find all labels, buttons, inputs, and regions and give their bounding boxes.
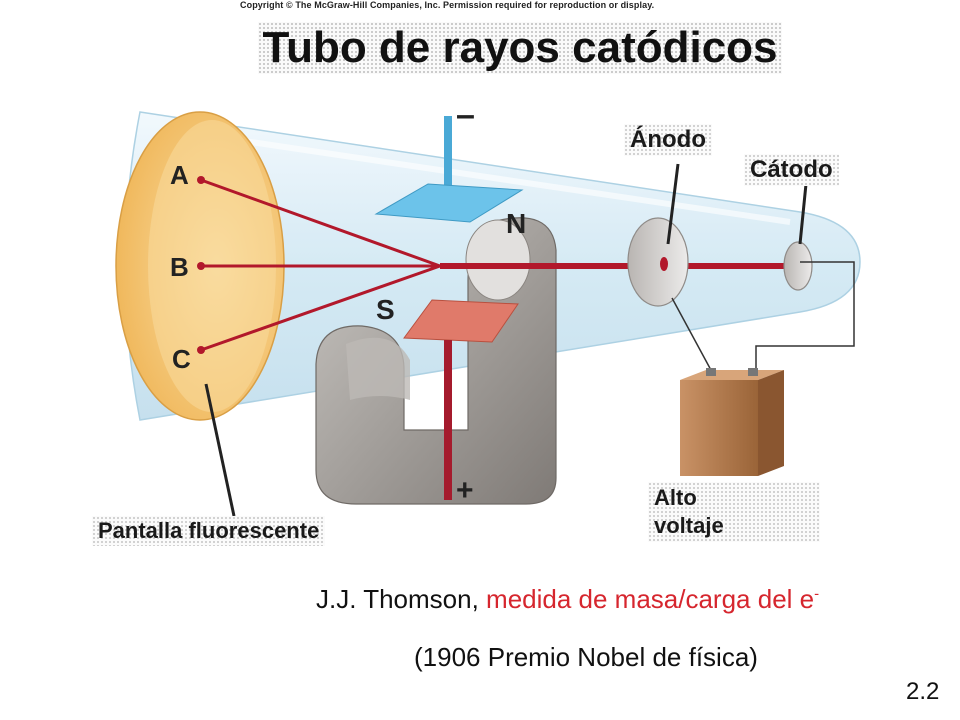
screen-leader bbox=[204, 383, 236, 517]
cathode-wire bbox=[755, 261, 855, 376]
positive-rod bbox=[444, 340, 452, 500]
copyright-notice: Copyright © The McGraw-Hill Companies, I… bbox=[240, 0, 655, 10]
south-pole-label: S bbox=[376, 294, 395, 325]
page-number: 2.2 bbox=[906, 678, 940, 705]
caption-line2: (1906 Premio Nobel de física) bbox=[414, 642, 758, 672]
north-pole-label: N bbox=[506, 208, 527, 239]
point-c-label: C bbox=[172, 344, 191, 374]
point-a-label: A bbox=[170, 160, 189, 190]
caption-prefix: J.J. Thomson, bbox=[316, 584, 487, 614]
positive-plate bbox=[403, 299, 519, 343]
negative-rod bbox=[444, 116, 452, 196]
plus-sign: + bbox=[456, 474, 474, 507]
high-voltage-line1: Alto bbox=[654, 485, 697, 510]
high-voltage-line2: voltaje bbox=[654, 513, 724, 538]
anode-disk bbox=[627, 217, 689, 307]
caption-highlight: medida de masa/carga del e bbox=[486, 584, 815, 614]
cathode-disk bbox=[783, 241, 813, 291]
cathode-label: Cátodo bbox=[744, 154, 839, 186]
cathode-leader bbox=[798, 183, 808, 245]
minus-sign: – bbox=[456, 96, 475, 134]
caption-line1: J.J. Thomson, medida de masa/carga del e… bbox=[316, 584, 956, 615]
beam-to-a bbox=[200, 178, 441, 268]
anode-leader bbox=[666, 163, 680, 245]
caption-superscript: - bbox=[814, 585, 820, 603]
anode-label: Ánodo bbox=[624, 124, 712, 156]
page-title: Tubo de rayos catódicos bbox=[258, 22, 782, 74]
magnet-north-pole bbox=[465, 219, 531, 301]
negative-plate bbox=[374, 183, 524, 223]
screen-label: Pantalla fluorescente bbox=[92, 516, 326, 546]
high-voltage-label: Alto voltaje bbox=[648, 482, 820, 542]
beam-to-c bbox=[200, 264, 441, 352]
point-b-label: B bbox=[170, 252, 189, 282]
high-voltage-box bbox=[680, 380, 758, 476]
anode-wire bbox=[671, 297, 713, 373]
